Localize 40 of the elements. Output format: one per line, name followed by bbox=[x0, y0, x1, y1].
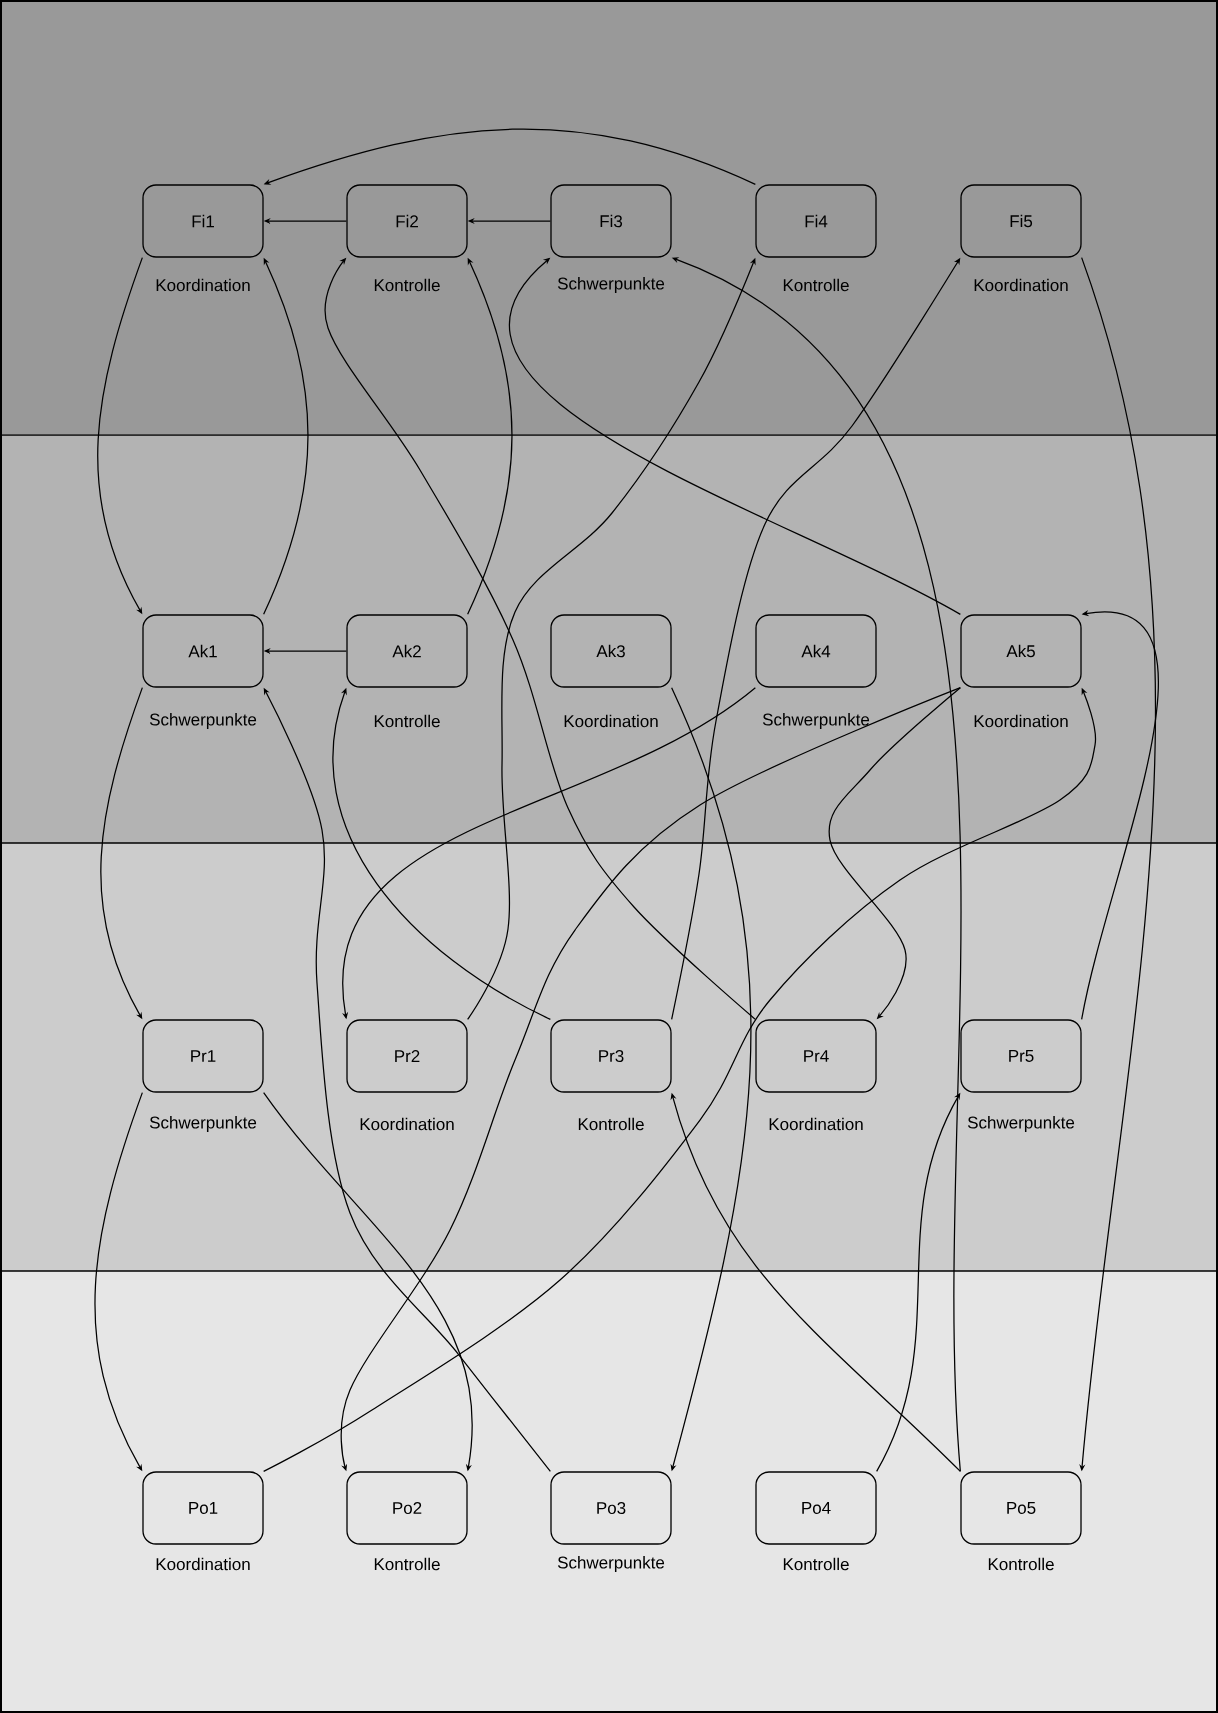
process-box: Ak5 bbox=[960, 614, 1082, 688]
process-box: Pr2 bbox=[346, 1019, 468, 1093]
node-caption: Koordination bbox=[156, 1557, 250, 1571]
process-box: Pr3 bbox=[550, 1019, 672, 1093]
process-box: Po4 bbox=[755, 1471, 877, 1545]
process-box: Po1 bbox=[142, 1471, 264, 1545]
process-box: Po2 bbox=[346, 1471, 468, 1545]
node-caption: Koordination bbox=[564, 714, 658, 728]
process-box: Ak1 bbox=[142, 614, 264, 688]
process-box: Ak2 bbox=[346, 614, 468, 688]
node-caption: Schwerpunkte bbox=[967, 1116, 1075, 1132]
node-caption: Kontrolle bbox=[374, 1557, 440, 1571]
process-box: Fi4 bbox=[755, 184, 877, 258]
node-caption: Schwerpunkte bbox=[557, 1556, 665, 1572]
process-box: Po5 bbox=[960, 1471, 1082, 1545]
process-box: Pr5 bbox=[960, 1019, 1082, 1093]
process-box: Po3 bbox=[550, 1471, 672, 1545]
process-box: Pr4 bbox=[755, 1019, 877, 1093]
process-box: Ak3 bbox=[550, 614, 672, 688]
node-caption: Koordination bbox=[974, 714, 1068, 728]
process-box: Ak4 bbox=[755, 614, 877, 688]
process-box: Fi3 bbox=[550, 184, 672, 258]
node-caption: Koordination bbox=[769, 1117, 863, 1131]
node-caption: Koordination bbox=[156, 278, 250, 292]
node-caption: Kontrolle bbox=[783, 278, 849, 292]
node-caption: Schwerpunkte bbox=[149, 713, 257, 729]
node-caption: Kontrolle bbox=[783, 1557, 849, 1571]
node-caption: Kontrolle bbox=[374, 278, 440, 292]
node-caption: Kontrolle bbox=[578, 1117, 644, 1131]
node-caption: Koordination bbox=[974, 278, 1068, 292]
process-box: Fi1 bbox=[142, 184, 264, 258]
node-caption: Schwerpunkte bbox=[762, 713, 870, 729]
node-caption: Schwerpunkte bbox=[149, 1116, 257, 1132]
process-box: Pr1 bbox=[142, 1019, 264, 1093]
node-caption: Schwerpunkte bbox=[557, 277, 665, 293]
node-caption: Kontrolle bbox=[374, 714, 440, 728]
node-caption: Koordination bbox=[360, 1117, 454, 1131]
process-box: Fi5 bbox=[960, 184, 1082, 258]
process-box: Fi2 bbox=[346, 184, 468, 258]
node-caption: Kontrolle bbox=[988, 1557, 1054, 1571]
